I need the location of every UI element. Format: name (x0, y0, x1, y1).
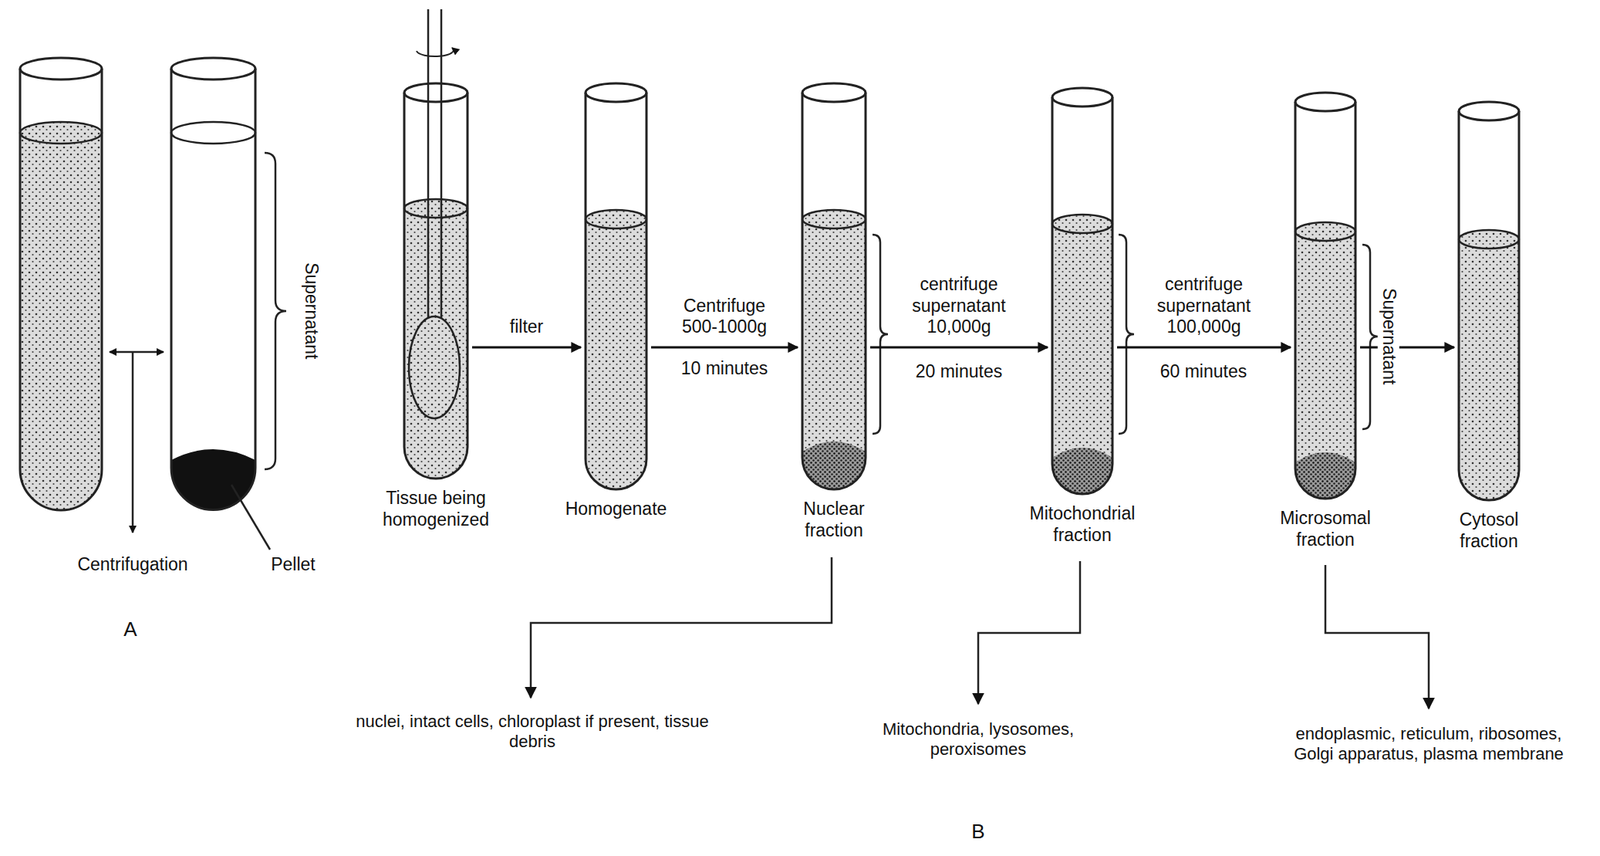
tube-caption: Mitochondrial fraction (1016, 502, 1148, 546)
text-label: 20 minutes (901, 361, 1017, 383)
process-arrow (651, 346, 798, 349)
test-tube (402, 81, 470, 480)
leader-line (231, 484, 271, 550)
test-tube (1457, 100, 1521, 502)
pestle-rod (440, 9, 443, 320)
edge-label: Centrifuge 500-1000g (666, 295, 783, 338)
text-label: Centrifugation (55, 553, 210, 576)
pestle-head (408, 316, 460, 419)
tube-caption: Homogenate (554, 498, 679, 520)
test-tube (1293, 91, 1357, 500)
tube-caption: Microsomal fraction (1267, 507, 1384, 551)
process-arrow (1360, 346, 1455, 349)
edge-label: centrifuge supernatant 10,000g (901, 273, 1017, 338)
text-label: 10 minutes (666, 357, 783, 380)
liquid-surface (585, 209, 647, 229)
leader-arrow (530, 556, 832, 698)
tube-node: Nuclear fraction (800, 81, 868, 491)
tube-caption: Tissue being homogenized (366, 487, 506, 530)
liquid-surface (1052, 214, 1113, 233)
tube-wall (585, 92, 647, 490)
bracket (872, 234, 888, 434)
test-tube (1050, 86, 1114, 496)
tube-rim (20, 57, 102, 80)
process-arrow (1117, 346, 1291, 349)
text-label: B (955, 819, 1002, 844)
edge-label: centrifuge supernatant 100,000g (1146, 273, 1263, 338)
tube-rim (1458, 101, 1519, 121)
liquid-surface (20, 121, 102, 144)
tube-caption: Cytosol fraction (1446, 509, 1532, 552)
tube-rim (1295, 92, 1356, 112)
pellet (171, 448, 256, 510)
tube-contents (1458, 229, 1519, 500)
tube-rim (171, 57, 256, 80)
tube-contents (585, 209, 647, 490)
text-label: Supernatant (1377, 270, 1400, 402)
tube-contents (802, 209, 866, 490)
text-label: Supernatant (300, 245, 322, 377)
edge-label: filter (484, 316, 570, 338)
tube-contents (1052, 214, 1113, 494)
process-arrow (472, 346, 581, 349)
text-label: Mitochondria, lysosomes, peroxisomes (847, 718, 1110, 760)
tube-wall (404, 92, 468, 479)
liquid-surface (1458, 229, 1519, 249)
tube-node: Tissue being homogenized (402, 81, 470, 480)
text-label: 60 minutes (1145, 361, 1262, 383)
liquid-surface (802, 209, 866, 229)
down-arrow (131, 351, 135, 533)
liquid-surface (171, 121, 256, 144)
tube-contents (404, 199, 468, 479)
tube-node: Mitochondrial fraction (1050, 86, 1114, 496)
tube-node: Microsomal fraction (1293, 91, 1357, 500)
tube-rim (802, 83, 866, 102)
text-label: A (107, 617, 154, 642)
liquid-surface (404, 199, 468, 218)
text-label: nuclei, intact cells, chloroplast if pre… (347, 711, 718, 753)
liquid-surface (1295, 222, 1356, 241)
leader-arrow (978, 560, 1081, 704)
rotation-arrow (416, 47, 454, 57)
tube-rim (585, 83, 647, 102)
text-label: endoplasmic, reticulum, ribosomes, Golgi… (1289, 723, 1568, 765)
text-label: Pellet (254, 553, 332, 576)
test-tube (583, 81, 649, 491)
leader-arrow (1325, 564, 1429, 709)
tube-node: Homogenate (583, 81, 649, 491)
bracket (264, 152, 287, 470)
bracket (1362, 244, 1378, 429)
process-arrow (870, 346, 1048, 349)
tube-wall (1052, 97, 1113, 494)
test-tube (171, 68, 256, 510)
tube-rim (1052, 87, 1113, 107)
suspension (20, 121, 102, 510)
double-arrow (109, 351, 164, 354)
tube-wall (1295, 101, 1356, 499)
pestle-rod (427, 9, 430, 320)
test-tube (20, 68, 102, 510)
tube-rim (404, 83, 468, 102)
tube-contents (1295, 222, 1356, 499)
test-tube (800, 81, 868, 491)
pellet (1052, 447, 1113, 494)
bracket (1118, 234, 1135, 434)
pellet (802, 441, 866, 490)
tube-wall (802, 92, 866, 490)
tube-caption: Nuclear fraction (787, 498, 881, 541)
tube-wall (1458, 111, 1519, 500)
tube-node: Cytosol fraction (1457, 100, 1521, 502)
pellet (1295, 452, 1356, 499)
